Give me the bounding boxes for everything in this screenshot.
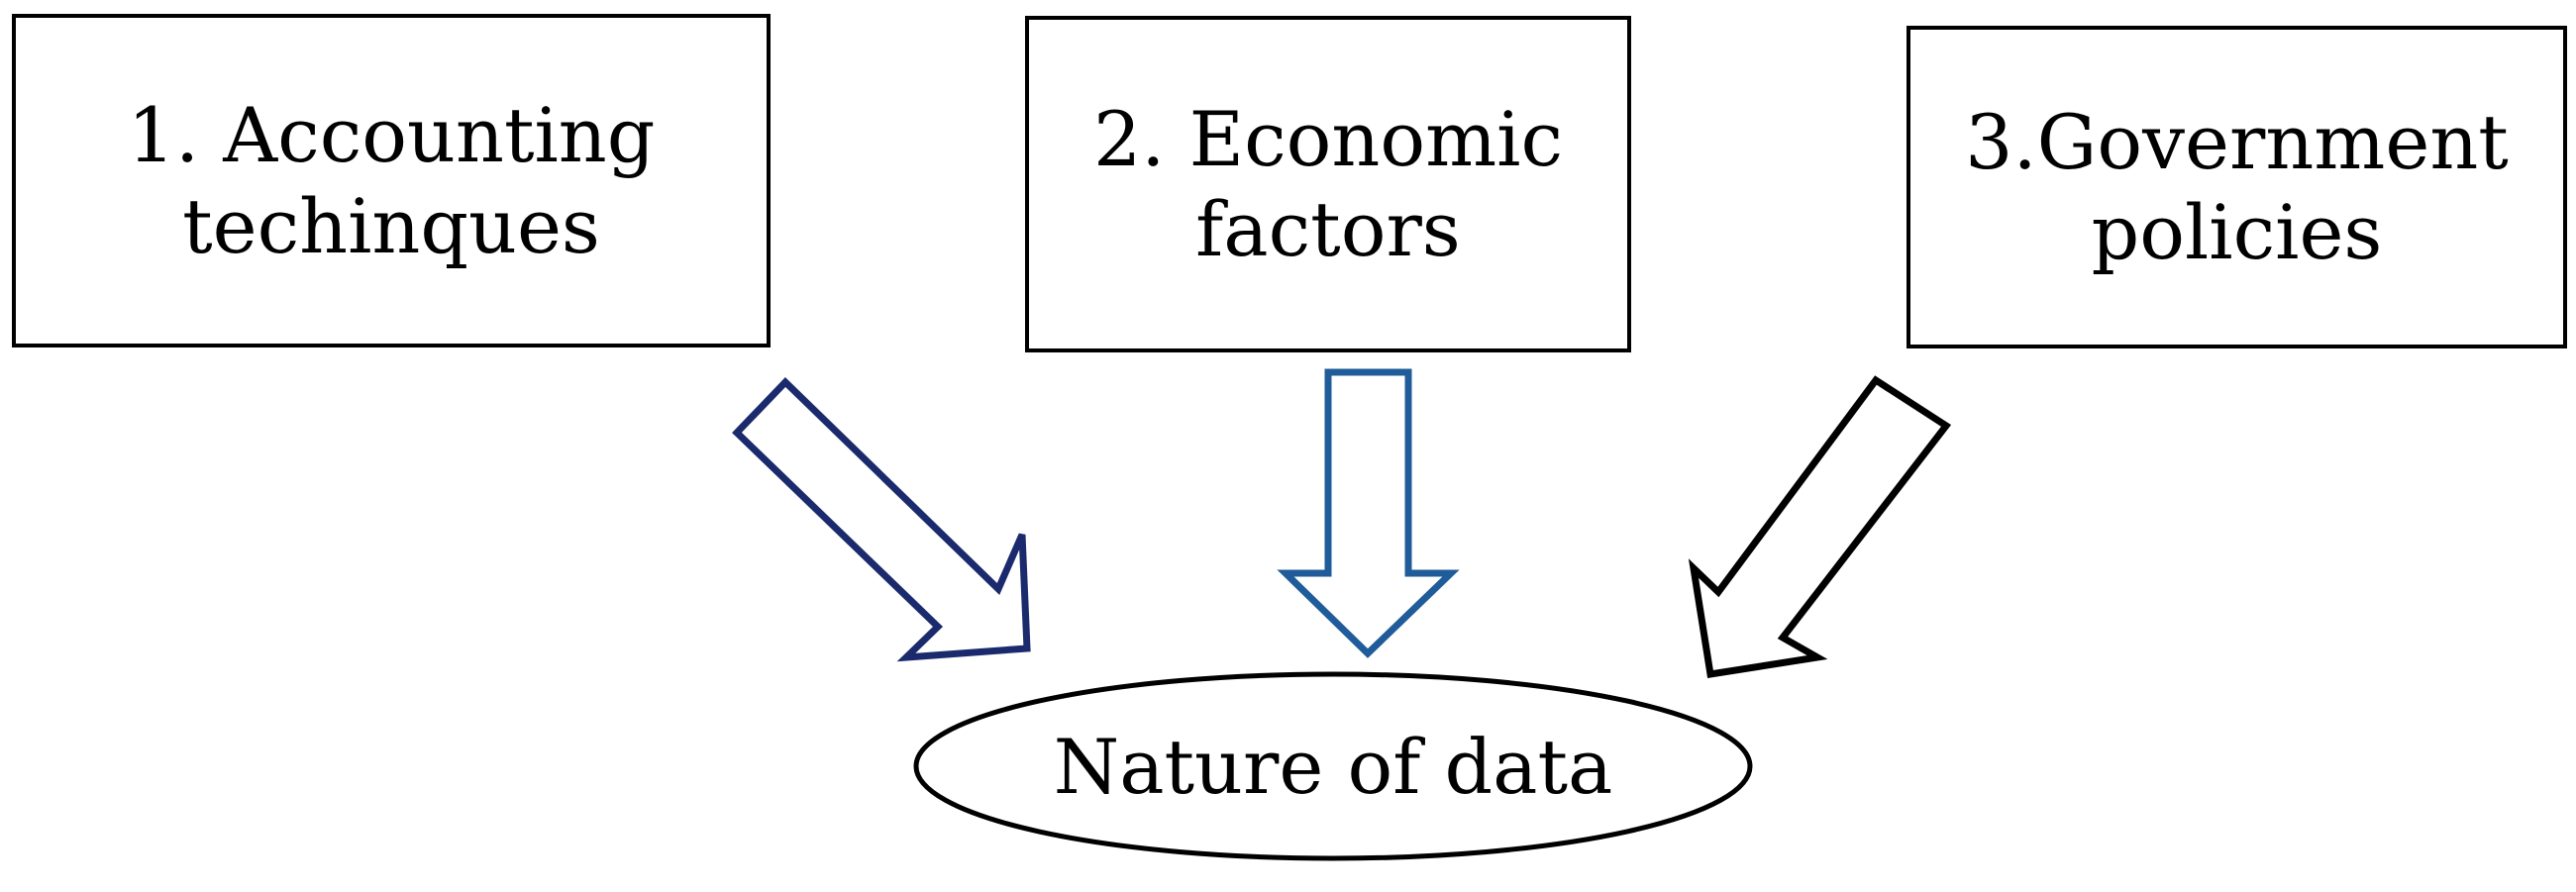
- source-box-government-policies: 3.Government policies: [1906, 26, 2567, 348]
- target-label: Nature of data: [1053, 722, 1613, 811]
- arrow-down-icon: [1277, 368, 1460, 658]
- source-box-line: factors: [1195, 185, 1461, 273]
- source-box-line: 3.Government: [1965, 97, 2509, 186]
- source-box-line: techinques: [182, 181, 600, 270]
- source-box-accounting-techniques: 1. Accounting techinques: [12, 14, 771, 347]
- arrow-down-right-icon: [732, 377, 1031, 662]
- source-box-line: 2. Economic: [1092, 94, 1564, 183]
- arrow-down-left-icon: [1688, 375, 1952, 679]
- source-box-line: 1. Accounting: [127, 91, 656, 180]
- source-box-economic-factors: 2. Economic factors: [1025, 16, 1631, 352]
- source-box-line: policies: [2091, 188, 2383, 276]
- ellipse-shape: [913, 671, 1753, 861]
- target-node: Nature of data: [911, 669, 1755, 863]
